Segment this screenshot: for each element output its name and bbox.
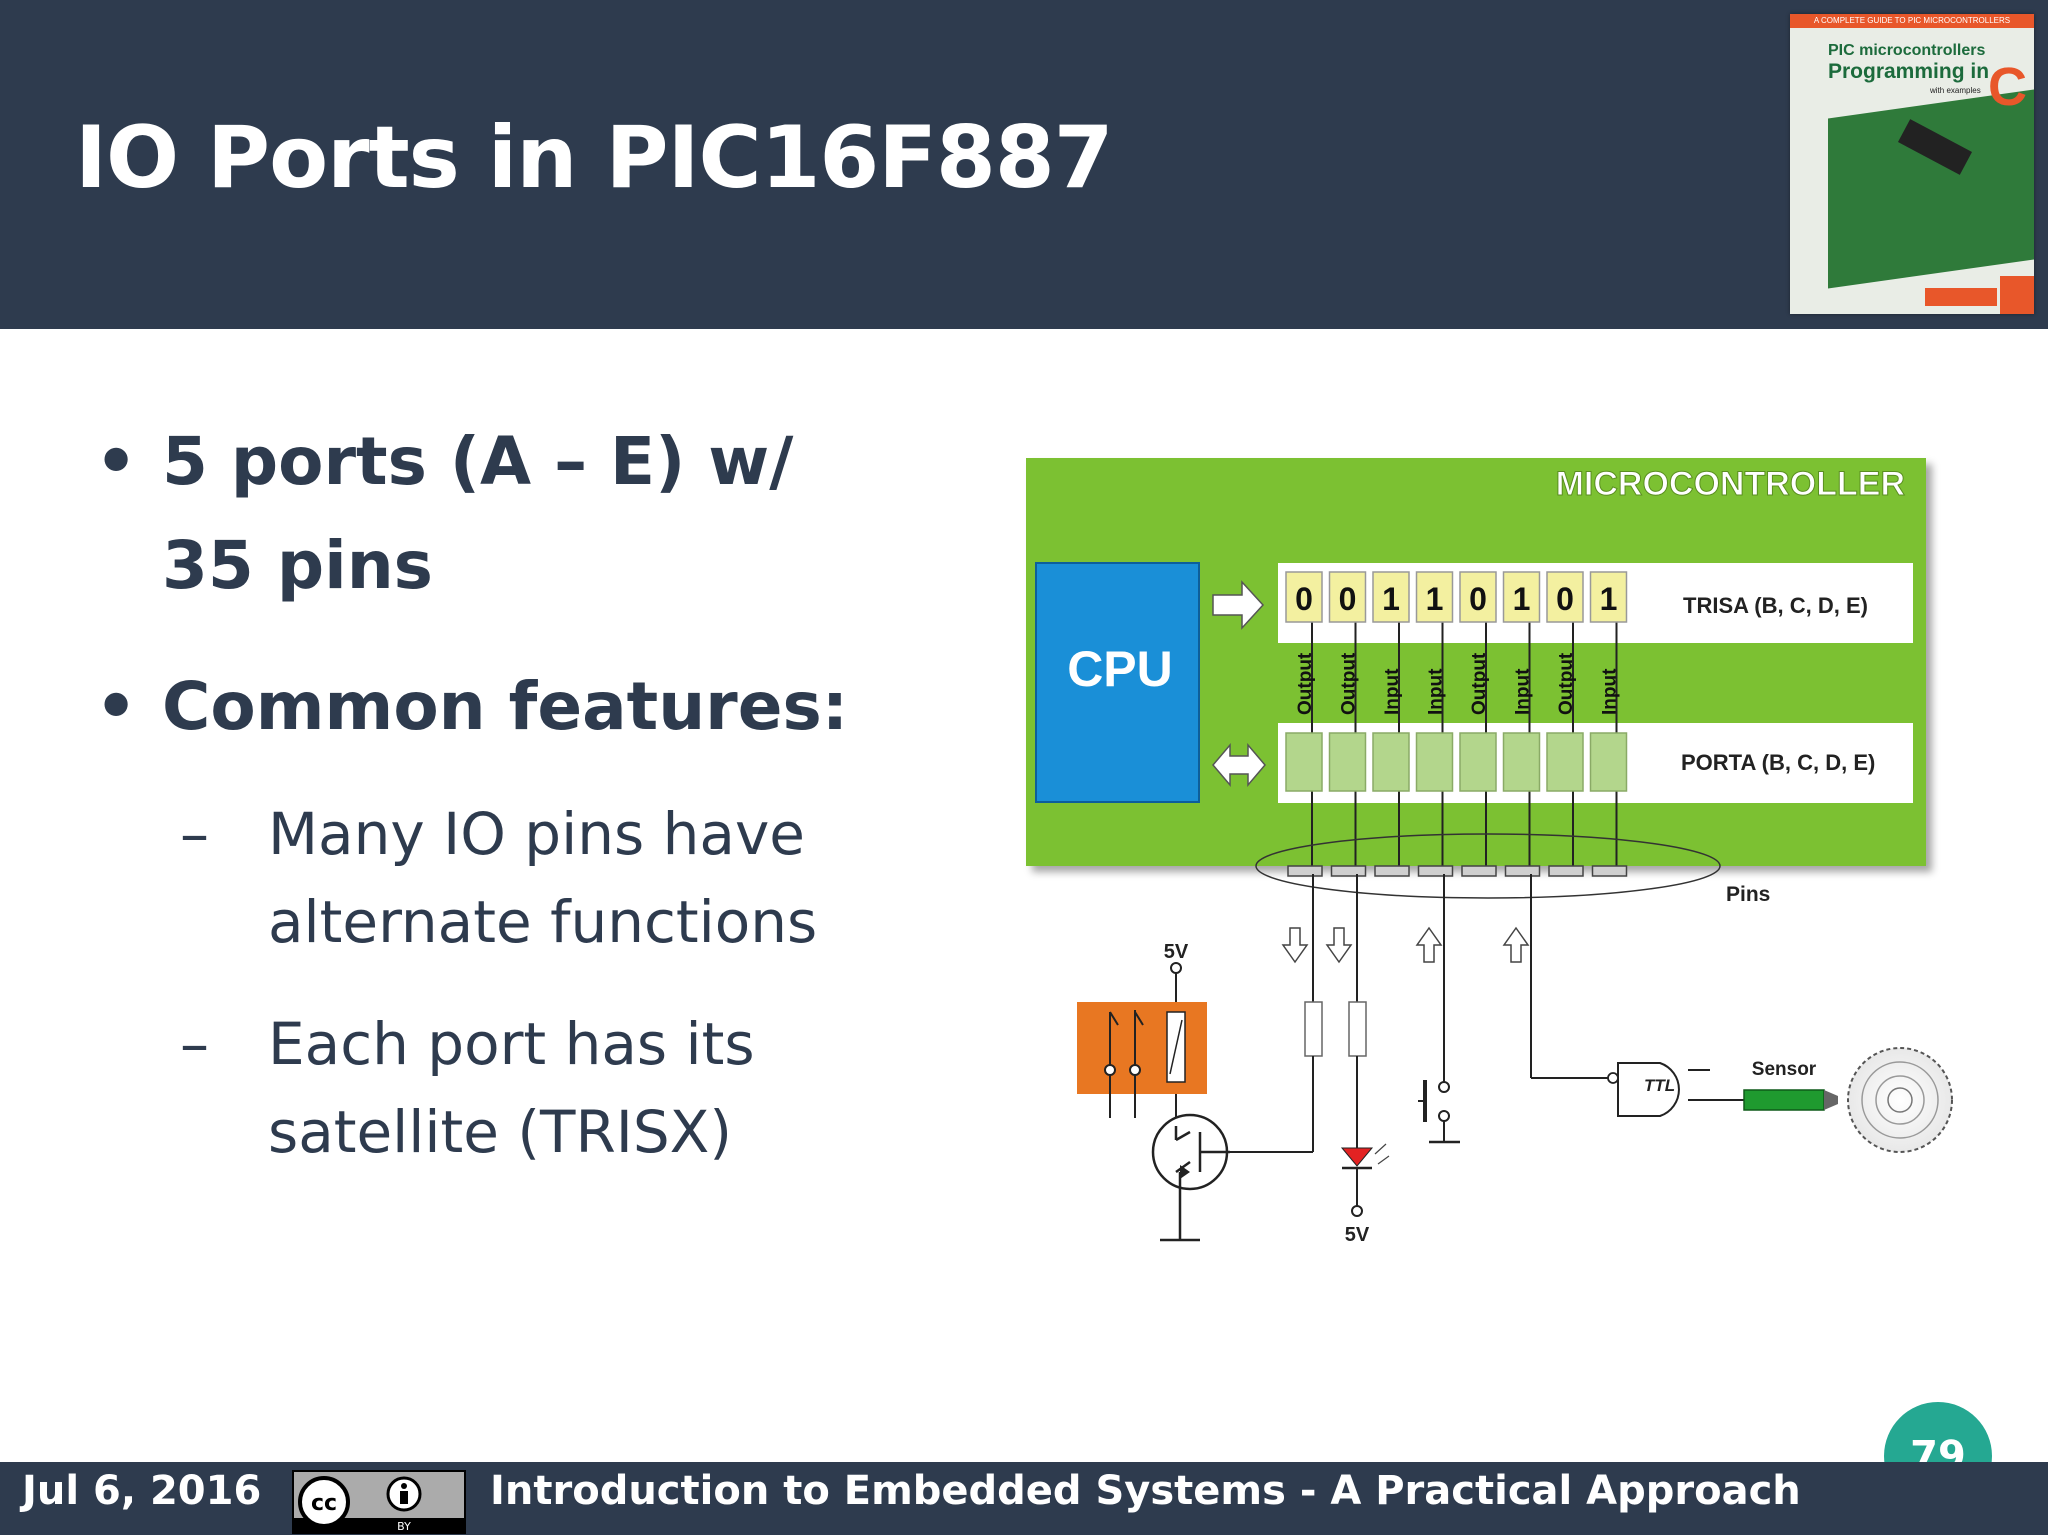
bullet-dot: • xyxy=(95,423,138,500)
footer-date: Jul 6, 2016 xyxy=(22,1468,262,1514)
bit-direction-label: Input xyxy=(1382,668,1403,715)
porta-bit-cell xyxy=(1285,732,1323,792)
bullet-dot: • xyxy=(95,668,138,745)
cpu-to-trisa-arrow xyxy=(1212,580,1265,630)
pin-pad xyxy=(1591,865,1628,877)
led-light-rays xyxy=(1374,1143,1390,1165)
rotary-wheel-icon xyxy=(1847,1047,1953,1153)
trisa-bit-value: 0 xyxy=(1556,581,1574,617)
pins-highlight-ellipse xyxy=(1255,833,1721,899)
output-arrow-down xyxy=(1325,927,1353,964)
bullet-text: Common features: xyxy=(162,668,849,745)
trisa-bit-value: 1 xyxy=(1426,581,1444,617)
porta-bit-cell xyxy=(1415,732,1454,792)
footer-course-title: Introduction to Embedded Systems - A Pra… xyxy=(490,1468,1801,1514)
pin-wires xyxy=(1312,874,1612,1082)
trisa-bit-value: 1 xyxy=(1513,581,1531,617)
bullet-text: 5 ports (A – E) w/ 35 pins xyxy=(162,423,794,604)
book-cover-image: A COMPLETE GUIDE TO PIC MICROCONTROLLERS… xyxy=(1790,14,2034,314)
transistor-leads xyxy=(1174,1126,1230,1240)
push-button-switch[interactable] xyxy=(1418,1080,1460,1144)
ttl-label: TTL xyxy=(1644,1076,1675,1095)
relay-block xyxy=(1077,1002,1207,1094)
pin-pad xyxy=(1504,865,1541,877)
bit-direction-label: Input xyxy=(1426,668,1447,715)
microcontroller-io-diagram: MICROCONTROLLER CPU TRISA (B, C, D, E) P… xyxy=(1026,458,1953,1246)
sensor-label: Sensor xyxy=(1752,1059,1817,1080)
bit-direction-label: Output xyxy=(1469,652,1490,715)
book-cover-board-graphic xyxy=(1828,89,2034,289)
by-label: BY xyxy=(397,1520,411,1532)
trisa-bit-value: 0 xyxy=(1295,581,1313,617)
pin-pad xyxy=(1374,865,1410,877)
cc-icon-text: cc xyxy=(311,1491,337,1516)
porta-bit-cell xyxy=(1459,732,1497,792)
ttl-gate: TTL xyxy=(1607,1062,1710,1117)
porta-label: PORTA (B, C, D, E) xyxy=(1681,750,1875,775)
book-cover-line2: Programming in xyxy=(1828,60,1990,83)
porta-bit-cell xyxy=(1589,732,1628,792)
porta-bit-cell xyxy=(1372,732,1410,792)
sensor-body xyxy=(1743,1089,1825,1111)
bit-direction-label: Input xyxy=(1600,668,1621,715)
book-cover-banner: A COMPLETE GUIDE TO PIC MICROCONTROLLERS xyxy=(1790,14,2034,28)
trisa-bit-cell xyxy=(1372,571,1410,623)
pin-pad xyxy=(1461,865,1497,877)
book-cover-corner-badge xyxy=(2000,276,2034,314)
trisa-bit-cell xyxy=(1459,571,1497,623)
trisa-bit-cell xyxy=(1502,571,1541,623)
sub-bullet-text: Many IO pins have alternate functions xyxy=(268,800,818,956)
book-cover-logo xyxy=(1925,288,1997,306)
resistor xyxy=(1304,1001,1323,1057)
pin-pad xyxy=(1330,865,1367,877)
trisa-bit-cell xyxy=(1546,571,1584,623)
book-cover-line3: with examples xyxy=(1930,86,1981,95)
input-arrow-up xyxy=(1502,926,1530,963)
porta-bit-cell xyxy=(1328,732,1367,792)
bit-direction-label: Input xyxy=(1513,668,1534,715)
pin-pad xyxy=(1548,865,1584,877)
trisa-bit-cell xyxy=(1285,571,1323,623)
slide-header xyxy=(0,0,2048,329)
trisa-bit-cell xyxy=(1415,571,1454,623)
led-supply-label: 5V xyxy=(1345,1224,1370,1246)
trisa-bit-value: 1 xyxy=(1382,581,1400,617)
microcontroller-label: MICROCONTROLLER xyxy=(1556,465,1905,503)
led-symbol xyxy=(1340,1147,1374,1167)
trisa-bit-cell xyxy=(1589,571,1628,623)
relay-supply-label: 5V xyxy=(1164,941,1189,963)
relay-contacts xyxy=(1104,1010,1144,1118)
book-cover-big-letter: C xyxy=(1988,57,2027,117)
book-cover-line1: PIC microcontrollers xyxy=(1828,42,1986,59)
trisa-label: TRISA (B, C, D, E) xyxy=(1683,593,1868,618)
cc-icon xyxy=(298,1476,350,1528)
cpu-label: CPU xyxy=(1067,641,1173,697)
sub-bullet-dash: – xyxy=(180,800,209,868)
cpu-porta-bidirectional-arrow xyxy=(1212,742,1266,788)
bit-direction-label: Output xyxy=(1556,652,1577,715)
trisa-bit-cell xyxy=(1328,571,1367,623)
bit-direction-label: Output xyxy=(1295,652,1316,715)
output-arrow-down xyxy=(1281,927,1309,964)
trisa-bit-value: 0 xyxy=(1469,581,1487,617)
porta-bit-cell xyxy=(1546,732,1584,792)
trisa-bit-value: 1 xyxy=(1600,581,1618,617)
cc-by-license-badge: cc BY xyxy=(292,1470,466,1534)
pin-pad xyxy=(1287,865,1323,877)
sub-bullet-dash: – xyxy=(180,1010,209,1078)
porta-bit-cell xyxy=(1502,732,1541,792)
slide-title: IO Ports in PIC16F887 xyxy=(75,108,1114,208)
cpu-block xyxy=(1035,562,1200,803)
pin-pad xyxy=(1417,865,1454,877)
trisa-bit-value: 0 xyxy=(1339,581,1357,617)
resistor xyxy=(1348,1001,1367,1057)
sub-bullet-text: Each port has its satellite (TRISX) xyxy=(268,1010,755,1166)
input-arrow-up xyxy=(1415,926,1443,963)
pins-label: Pins xyxy=(1726,883,1770,906)
bit-direction-label: Output xyxy=(1339,652,1360,715)
